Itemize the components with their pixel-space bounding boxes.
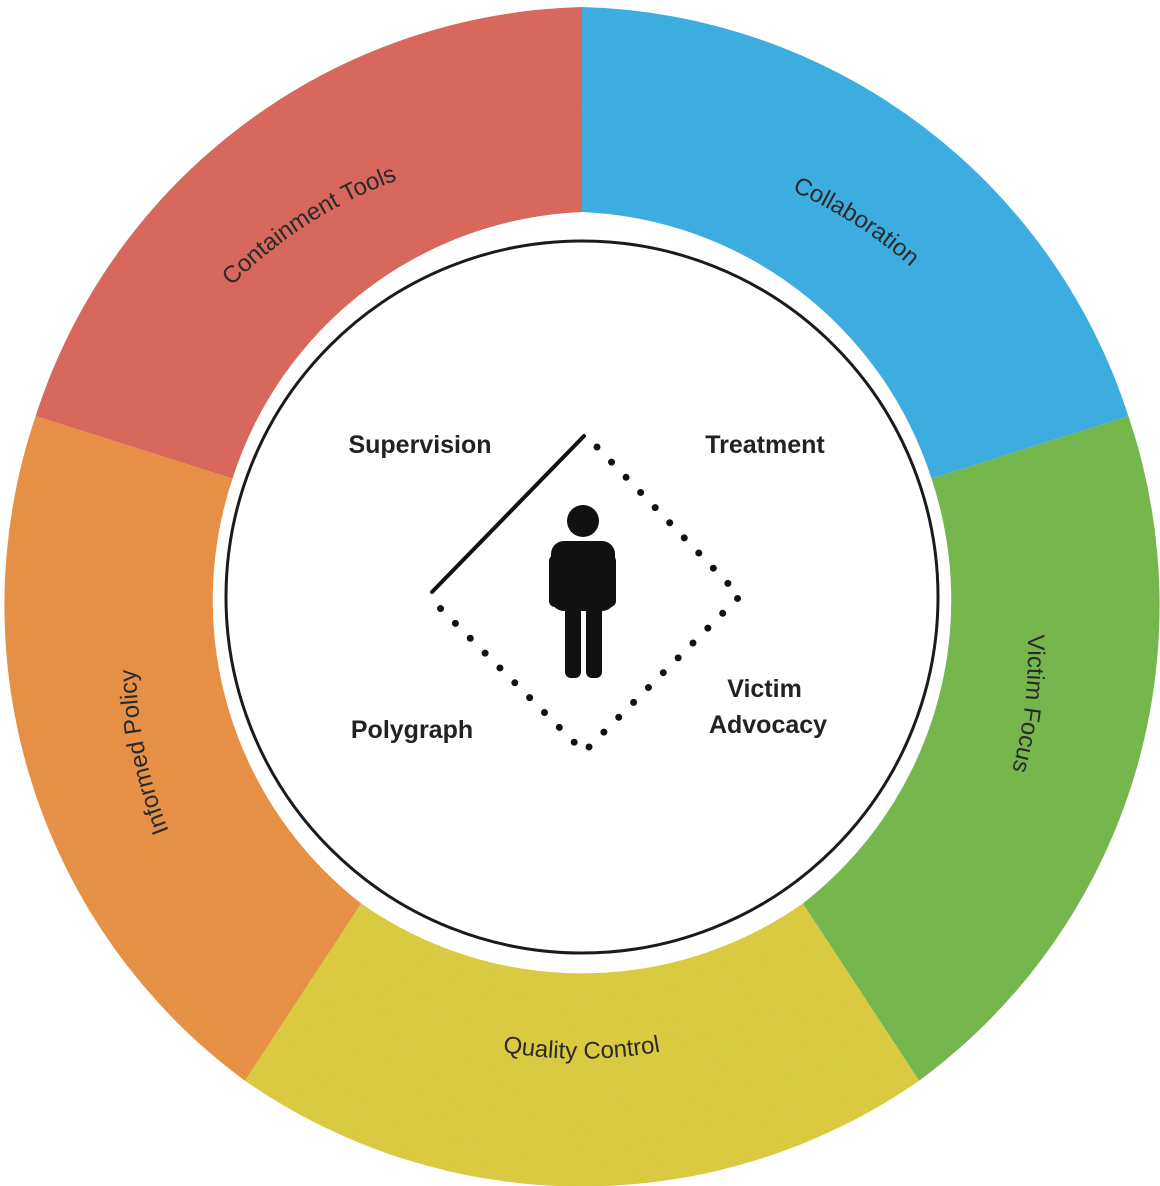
segment-informed-policy [4, 416, 362, 1081]
segment-containment-tools [35, 7, 583, 479]
label-victim-advocacy: Victim Advocacy [709, 675, 827, 739]
person-icon [549, 505, 616, 678]
label-victim-advocacy-line1: Victim [727, 675, 802, 703]
diamond-dotted-edges [428, 443, 745, 757]
segment-quality-control [244, 903, 920, 1186]
diamond-solid-edge [430, 434, 586, 594]
label-supervision: Supervision [348, 431, 491, 459]
outer-ring [4, 7, 1160, 1186]
segment-collaboration [582, 7, 1129, 479]
label-victim-advocacy-line2: Advocacy [709, 711, 827, 739]
label-polygraph: Polygraph [351, 716, 473, 744]
segment-victim-focus [802, 416, 1160, 1081]
label-treatment: Treatment [705, 431, 825, 459]
